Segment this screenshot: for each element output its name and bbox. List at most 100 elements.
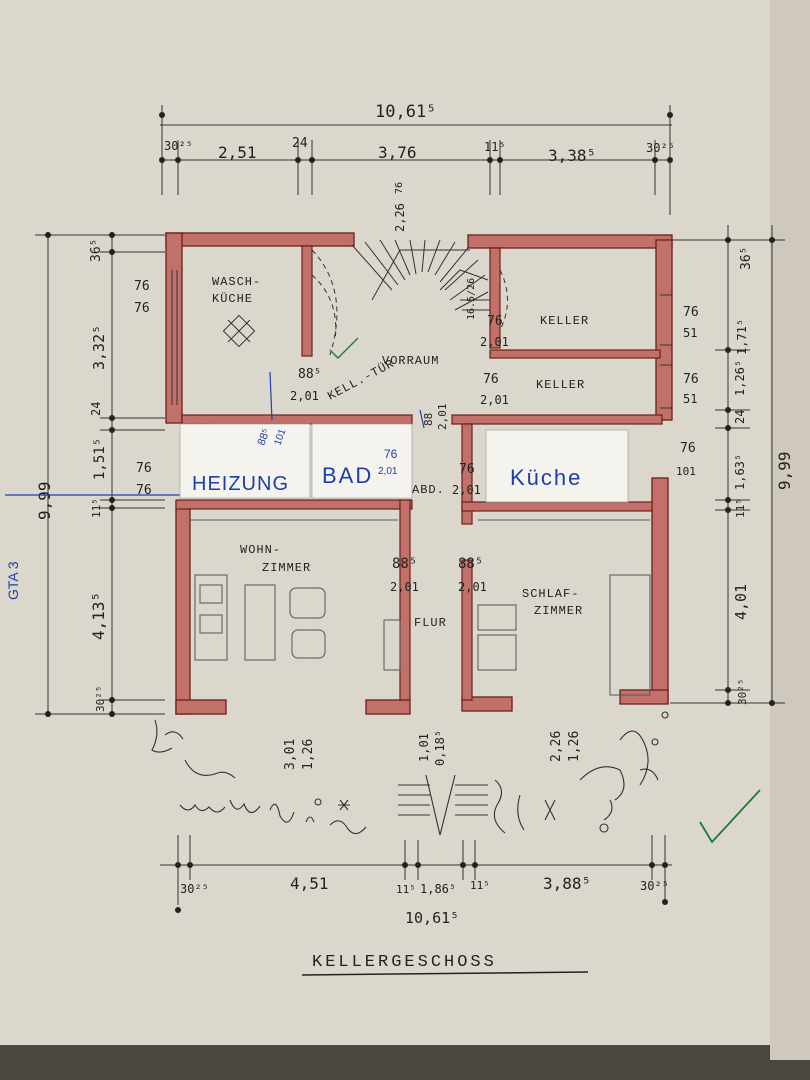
room-label-keller-1: KELLER	[540, 314, 589, 328]
heiz-door-dim-2: 76	[136, 483, 152, 498]
keller1-door-dim-2: 2,01	[480, 335, 509, 349]
stair-rise-dimension: 16.5/26	[466, 278, 477, 320]
top-dimension-dots	[159, 112, 673, 163]
room-label-wohnzimmer-1: WOHN-	[240, 543, 281, 557]
dashed-arc	[311, 249, 508, 356]
top-dimension-2: 2,51	[218, 143, 257, 162]
wasch-opening-dim-2: 2,01	[290, 389, 319, 403]
top-dimension-7: 30²⁵	[646, 141, 675, 155]
room-label-vorraum: VORRAUM	[382, 354, 439, 368]
label-slips	[179, 423, 629, 503]
wohn-window-dim-1: 3,01	[283, 739, 298, 770]
staircase	[351, 239, 490, 311]
right-dimension-1: 36⁵	[739, 247, 754, 270]
stair-top-dimension: 2,26	[393, 203, 407, 232]
flur-door-dim-1: 88	[422, 413, 435, 426]
wasch-door-dim-1: 76	[134, 279, 150, 294]
bottom-dimension-2: 4,51	[290, 874, 329, 893]
right-dimension-5: 1,63⁵	[733, 454, 747, 490]
top-dimension-4: 3,76	[378, 143, 417, 162]
margin-note: GTA 3	[5, 561, 21, 600]
wohn-door-dim-1: 88⁵	[392, 556, 417, 572]
wohnzimmer-furniture	[190, 519, 401, 671]
top-dimension-3: 24	[292, 136, 308, 151]
keller2-door-dim-2: 2,01	[480, 393, 509, 407]
wohn-door-dim-2: 2,01	[390, 580, 419, 594]
room-label-schlafzimmer-1: SCHLAF-	[522, 587, 579, 601]
waschkueche-drain	[222, 314, 256, 348]
keller1-window-dim-1: 76	[683, 305, 699, 320]
top-dimension-chain	[160, 105, 672, 215]
room-label-keller-2: KELLER	[536, 378, 585, 392]
check-mark-small	[329, 337, 359, 359]
top-dimension-5: 11⁵	[484, 140, 506, 154]
schlaf-window-dim-1: 2,26	[549, 731, 564, 762]
top-dimension-1: 30²⁵	[164, 139, 193, 153]
room-label-flur: FLUR	[414, 616, 447, 630]
room-label-bad: BAD	[322, 463, 373, 488]
left-dimension-6: 4,13⁵	[89, 592, 108, 640]
bottom-dimension-5: 11⁵	[470, 879, 490, 892]
flur-window-dim-1: 1,01	[417, 733, 431, 762]
exterior-walls	[165, 232, 673, 715]
room-label-schlafzimmer-2: ZIMMER	[534, 604, 583, 618]
bottom-dimension-dots	[175, 862, 668, 913]
kueche-door-dim-1: 76	[459, 462, 475, 477]
right-dimension-7: 4,01	[732, 584, 750, 620]
blue-pen-stroke	[269, 371, 425, 429]
schlafzimmer-furniture	[477, 519, 651, 696]
bottom-dimension-4: 1,86⁵	[420, 882, 456, 896]
left-dimension-4: 1,51⁵	[92, 438, 108, 480]
wasch-window	[171, 270, 178, 405]
bottom-dimension-7: 30²⁵	[640, 879, 669, 893]
right-dimension-4: 24	[733, 410, 747, 424]
room-label-waschkueche-1: WASCH-	[212, 275, 261, 289]
bad-door-dim-1: 76	[384, 447, 398, 461]
schlaf-door-dim-1: 88⁵	[458, 556, 483, 572]
wasch-opening-dim-1: 88⁵	[298, 367, 321, 382]
title-underline	[301, 971, 589, 976]
heiz-window-dim-1: 88⁵	[256, 427, 273, 447]
heiz-door-dim-1: 76	[136, 461, 152, 476]
keller2-door-dim-1: 76	[483, 372, 499, 387]
bottom-dimension-chain	[160, 835, 672, 905]
left-dimension-3: 24	[89, 402, 103, 416]
room-label-kueche: Küche	[510, 465, 582, 490]
room-label-heizung: HEIZUNG	[192, 473, 289, 495]
wohn-window-dim-2: 1,26	[301, 739, 316, 770]
drawing-title: KELLERGESCHOSS	[312, 953, 497, 972]
keller2-window-dim-1: 76	[683, 372, 699, 387]
keller1-window-dim-2: 51	[683, 326, 697, 340]
left-dimension-2: 3,32⁵	[90, 325, 108, 370]
right-dimension-8: 30²⁵	[736, 679, 749, 706]
door-label-kellertuer: KELL.-TÜR	[325, 357, 397, 404]
right-total-dimension: 9,99	[775, 451, 794, 490]
left-dimension-dots	[45, 232, 115, 717]
room-label-abst: ABD.	[412, 483, 445, 497]
right-dimension-chain	[670, 225, 785, 705]
keller2-window-dim-2: 51	[683, 392, 697, 406]
stair-sub-dimension: 76	[394, 182, 405, 194]
right-dimension-2: 1,71⁵	[735, 319, 749, 355]
left-dimension-7: 30²⁵	[94, 686, 107, 713]
paper-edge	[770, 0, 810, 1060]
flur-window-dim-2: 0,18⁵	[433, 730, 447, 766]
left-dimension-5: 11⁵	[90, 498, 103, 518]
top-total-dimension: 10,61⁵	[375, 102, 436, 122]
bottom-dimension-3: 11⁵	[396, 883, 416, 896]
terrace-sketch	[151, 711, 669, 836]
room-label-waschkueche-2: KÜCHE	[212, 292, 253, 306]
bottom-total-dimension: 10,61⁵	[405, 909, 459, 927]
wasch-door-dim-2: 76	[134, 301, 150, 316]
left-total-dimension: 9,99	[35, 481, 54, 520]
schlaf-window-dim-2: 1,26	[567, 731, 582, 762]
kueche-window-dim-1: 76	[680, 441, 696, 456]
check-mark-large	[699, 789, 761, 844]
flur-door-dim-2: 2,01	[436, 404, 449, 431]
bottom-dimension-1: 30²⁵	[180, 882, 209, 896]
room-label-wohnzimmer-2: ZIMMER	[262, 561, 311, 575]
kueche-door-dim-2: 2,01	[452, 483, 481, 497]
bottom-dimension-6: 3,88⁵	[543, 874, 591, 893]
top-dimension-6: 3,38⁵	[548, 146, 596, 165]
